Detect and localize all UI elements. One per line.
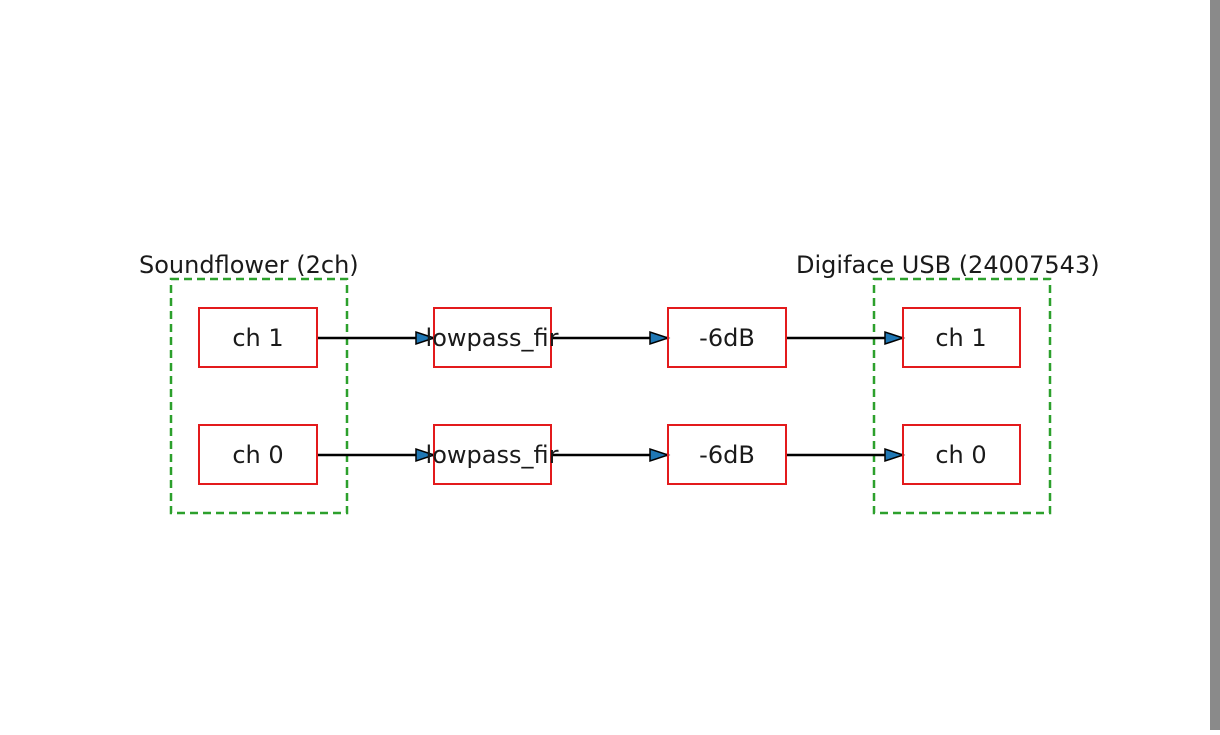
node-filter-ch0[interactable] [433,424,552,485]
node-gain-ch0[interactable] [667,424,787,485]
node-source-ch1-label: ch 1 [232,324,283,352]
node-gain-ch1-label: -6dB [699,324,755,352]
arrowhead-gain-ch1 [649,330,671,346]
vertical-scrollbar[interactable] [1210,0,1220,730]
node-gain-ch1[interactable] [667,307,787,368]
node-sink-ch0-label: ch 0 [935,441,986,469]
arrowhead-filter-ch1 [415,330,437,346]
group-box-sink [872,277,1052,515]
node-sink-ch0[interactable] [902,424,1021,485]
row-ch1: ch 1 lowpass_fir -6dB ch 1 [198,307,1021,368]
arrowhead-filter-ch0 [415,447,437,463]
node-sink-ch1-label: ch 1 [935,324,986,352]
group-label-source: Soundflower (2ch) [139,251,359,279]
edges [317,330,906,463]
arrowhead-sink-ch1 [884,330,906,346]
group-label-sink: Digiface USB (24007543) [796,251,1100,279]
node-source-ch0-label: ch 0 [232,441,283,469]
node-sink-ch1[interactable] [902,307,1021,368]
arrowhead-gain-ch0 [649,447,671,463]
arrowhead-sink-ch0 [884,447,906,463]
node-filter-ch1-label: lowpass_fir [426,324,559,352]
node-gain-ch0-label: -6dB [699,441,755,469]
node-source-ch1[interactable] [198,307,318,368]
node-filter-ch1[interactable] [433,307,552,368]
row-ch0: ch 0 lowpass_fir -6dB ch 0 [198,424,1021,485]
node-filter-ch0-label: lowpass_fir [426,441,559,469]
node-source-ch0[interactable] [198,424,318,485]
group-box-source [169,277,349,515]
